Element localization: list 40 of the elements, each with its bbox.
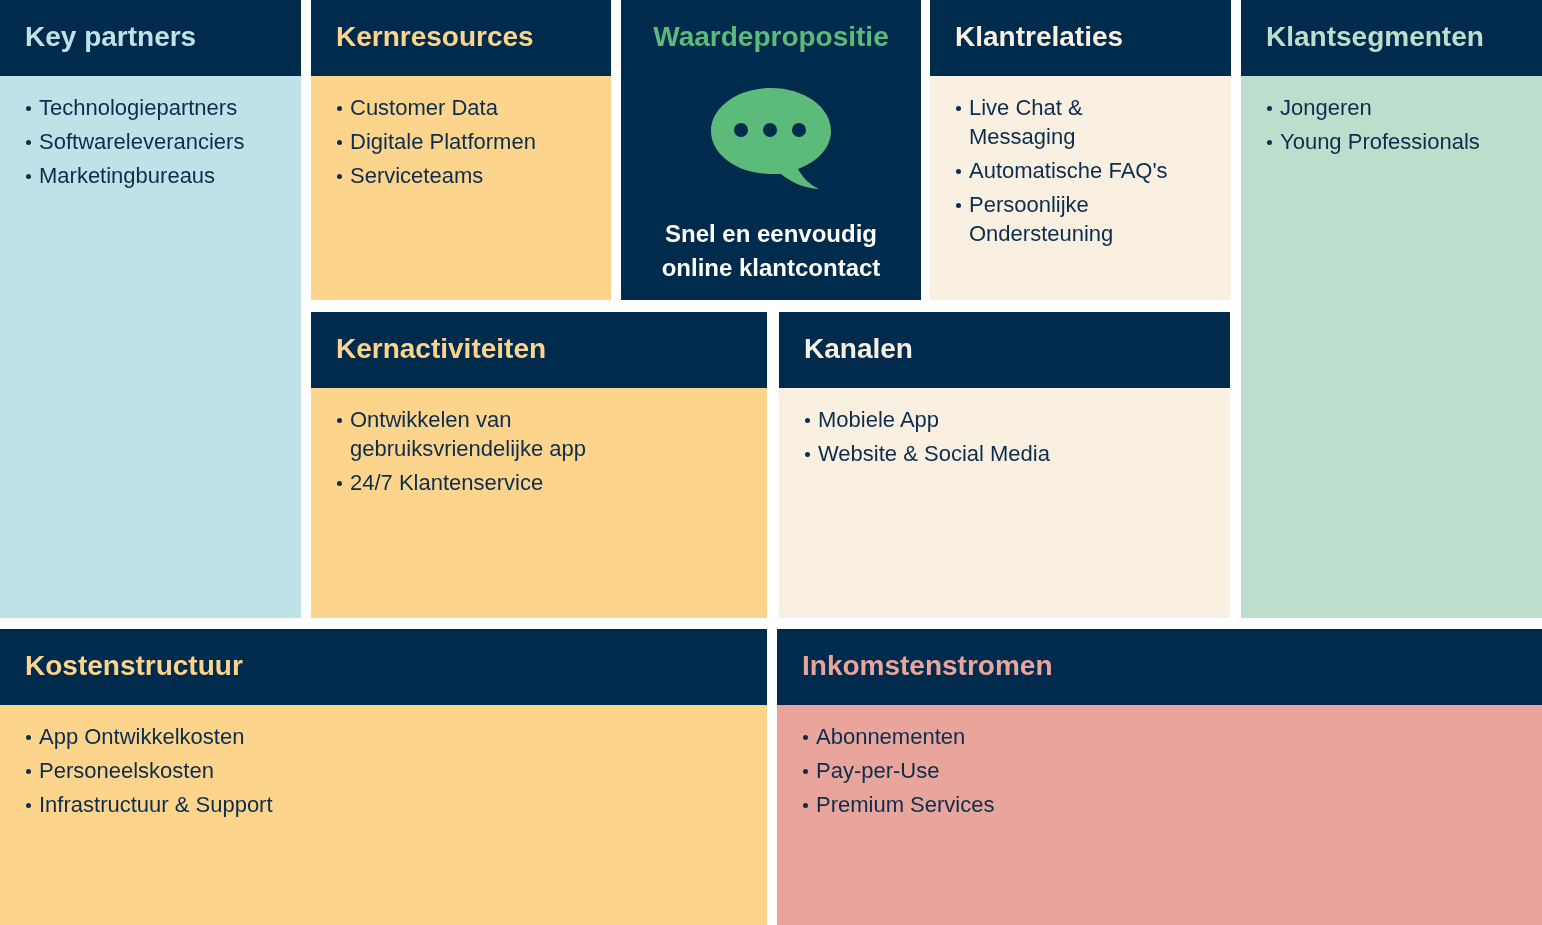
- bullet-item: Young Professionals: [1266, 127, 1480, 156]
- bullet-item: Infrastructuur & Support: [25, 790, 273, 819]
- bullet-item: Softwareleveranciers: [25, 127, 245, 156]
- bullet-item: Premium Services: [802, 790, 995, 819]
- canvas-block: [930, 0, 1231, 300]
- block-title: Kernresources: [336, 20, 534, 54]
- canvas-block: [777, 629, 1542, 925]
- bullet-item: Technologiepartners: [25, 93, 245, 122]
- canvas-block: [1241, 0, 1542, 618]
- block-title: Klantsegmenten: [1266, 20, 1484, 54]
- bullet-item: Personeelskosten: [25, 756, 273, 785]
- block-title: Key partners: [25, 20, 197, 54]
- canvas-block: [779, 312, 1230, 618]
- canvas-block: [621, 0, 921, 300]
- bullet-item: Serviceteams: [336, 161, 536, 190]
- bullet-item: Digitale Platformen: [336, 127, 536, 156]
- bullet-item: Persoonlijke Ondersteuning: [955, 190, 1181, 248]
- block-title: Inkomstenstromen: [802, 649, 1053, 683]
- bullet-item: Jongeren: [1266, 93, 1480, 122]
- canvas-block: [311, 312, 767, 618]
- bullet-item: Website & Social Media: [804, 439, 1050, 468]
- bullet-item: Ontwikkelen van gebruiksvriendelijke app: [336, 405, 612, 463]
- value-statement: Snel en eenvoudig online klantcontact: [660, 219, 882, 283]
- canvas-block: [0, 629, 767, 925]
- block-title: Kanalen: [804, 332, 913, 366]
- bullet-item: Automatische FAQ's: [955, 156, 1181, 185]
- bullet-item: 24/7 Klantenservice: [336, 468, 612, 497]
- bullet-item: Pay-per-Use: [802, 756, 995, 785]
- canvas-block: [311, 0, 611, 300]
- block-title: Kernactiviteiten: [336, 332, 547, 366]
- bullet-item: Customer Data: [336, 93, 536, 122]
- canvas-block: [0, 0, 301, 618]
- block-title: Klantrelaties: [955, 20, 1124, 54]
- bullet-item: Mobiele App: [804, 405, 1050, 434]
- bullet-item: App Ontwikkelkosten: [25, 722, 273, 751]
- block-title: Kostenstructuur: [25, 649, 243, 683]
- bullet-item: Abonnementen: [802, 722, 995, 751]
- block-title: Waardepropositie: [653, 20, 889, 54]
- bullet-item: Marketingbureaus: [25, 161, 245, 190]
- bullet-item: Live Chat & Messaging: [955, 93, 1181, 151]
